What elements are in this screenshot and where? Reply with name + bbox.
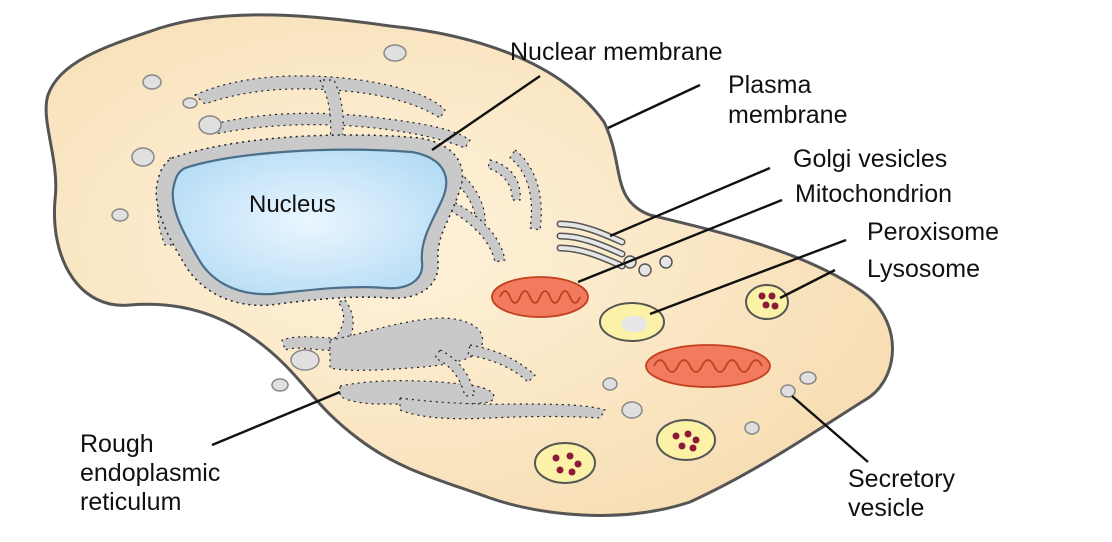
rough-er-label-line2: endoplasmic <box>80 459 220 487</box>
lysosome-label: Lysosome <box>867 255 980 283</box>
plasma-membrane-shape <box>44 13 894 517</box>
golgi-apparatus-inner <box>558 222 624 268</box>
mitochondrion-lower <box>645 344 771 388</box>
secretory-vesicle-leader <box>791 395 869 463</box>
peroxisome-shape <box>599 302 665 342</box>
mitochondrion-upper <box>491 276 589 318</box>
mitochondrion-leader <box>577 198 783 284</box>
nucleus-shape <box>171 148 448 296</box>
rough-er-leader <box>211 390 341 447</box>
peroxisome-leader <box>649 238 847 316</box>
leader-lines <box>211 75 869 463</box>
plasma-membrane-label-line1: Plasma <box>728 71 811 99</box>
rough-er-label-line3: reticulum <box>80 488 181 516</box>
golgi-vesicles-leader <box>609 166 771 238</box>
secretory-vesicle-label-line1: Secretory <box>848 465 955 493</box>
secretory-vesicle-label-line2: vesicle <box>848 494 924 522</box>
lysosome-shape-3 <box>534 442 596 484</box>
lysosome-leader <box>779 268 836 300</box>
golgi-vesicles-label: Golgi vesicles <box>793 145 947 173</box>
cytoplasmic-vesicles <box>111 44 817 435</box>
lysosome-shape-2 <box>656 419 716 461</box>
rough-er-label-line1: Rough <box>80 430 154 458</box>
nuclear-membrane-leader <box>431 75 541 151</box>
rough-er-lower <box>281 299 606 420</box>
mitochondrion-label: Mitochondrion <box>795 180 952 208</box>
plasma-membrane-leader <box>607 83 701 130</box>
nuclear-membrane-label: Nuclear membrane <box>510 38 723 66</box>
lysosome-shape <box>745 284 789 320</box>
peroxisome-label: Peroxisome <box>867 218 999 246</box>
nucleus-label: Nucleus <box>249 191 336 218</box>
plasma-membrane-label-line2: membrane <box>728 101 848 129</box>
